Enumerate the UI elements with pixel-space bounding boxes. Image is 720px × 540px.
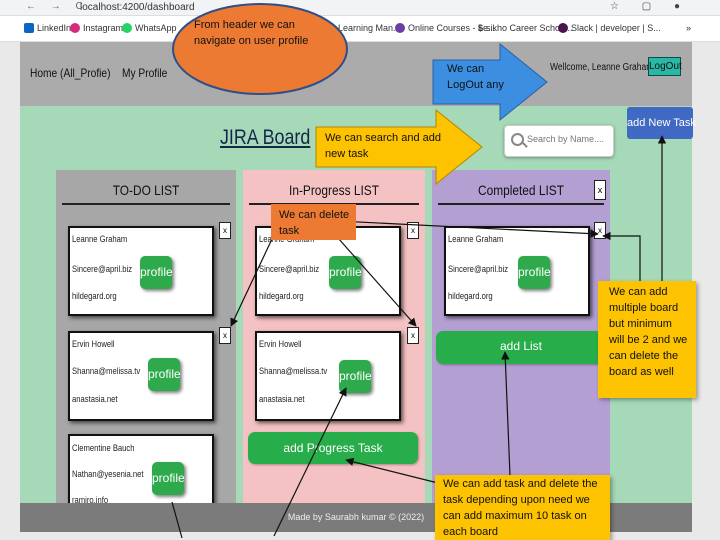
delete-task-button[interactable]: x <box>407 222 419 239</box>
card-website: hildegard.org <box>259 291 304 301</box>
task-card: Clementine Bauch Nathan@yesenia.net rami… <box>68 434 214 505</box>
instagram-icon <box>70 23 80 33</box>
add-new-task-button[interactable]: add New Task <box>627 107 696 139</box>
column-todo: TO-DO LIST Leanne Graham Sincere@april.b… <box>56 170 236 505</box>
browser-url-bar: ← → C localhost:4200/dashboard ☆ ▢ ● <box>0 0 720 16</box>
column-divider <box>438 203 604 205</box>
card-website: ramiro.info <box>72 495 109 505</box>
annotation-search-add: We can search and add new task <box>325 132 441 160</box>
card-name: Ervin Howell <box>259 339 302 349</box>
column-completed: Completed LIST x Leanne Graham Sincere@a… <box>432 170 610 505</box>
bookmark-whatsapp[interactable]: WhatsApp <box>122 23 177 33</box>
nav-home-link[interactable]: Home (All_Profie) <box>30 66 111 80</box>
delete-task-button[interactable]: x <box>219 222 231 239</box>
search-box <box>504 125 614 157</box>
profile-button[interactable]: profile <box>140 256 173 289</box>
bookmark-linkedin[interactable]: LinkedIn <box>24 23 71 33</box>
card-website: hildegard.org <box>72 291 117 301</box>
logout-button[interactable]: LogOut <box>648 57 682 76</box>
dollar-icon: $ <box>478 23 484 33</box>
search-input[interactable] <box>527 134 611 144</box>
card-name: Clementine Bauch <box>72 443 135 453</box>
card-email: Shanna@melissa.tv <box>72 366 141 376</box>
annotation-header-nav: From header we can navigate on user prof… <box>194 19 309 47</box>
annotation-logout: We can LogOut any <box>447 63 504 91</box>
delete-task-button[interactable]: x <box>407 327 419 344</box>
card-email: Sincere@april.biz <box>72 264 133 274</box>
card-name: Leanne Graham <box>448 234 504 244</box>
profile-button[interactable]: profile <box>152 462 185 495</box>
card-email: Sincere@april.biz <box>448 264 509 274</box>
bookmarks-overflow[interactable]: » <box>686 23 692 33</box>
bookmark-instagram[interactable]: Instagram <box>70 23 123 33</box>
delete-board-button[interactable]: x <box>594 180 606 200</box>
profile-button[interactable]: profile <box>339 360 372 393</box>
task-card: Ervin Howell Shanna@melissa.tv anastasia… <box>68 331 214 421</box>
search-icon <box>511 133 524 146</box>
bookmark-online-courses[interactable]: Online Courses - Le... <box>395 23 496 33</box>
browser-window-icons[interactable]: ☆ ▢ ● <box>609 1 690 12</box>
card-email: Shanna@melissa.tv <box>259 366 328 376</box>
task-card: Leanne Graham Sincere@april.biz hildegar… <box>444 226 590 316</box>
welcome-text: Wellcome, Leanne Graham <box>550 62 654 73</box>
address-field[interactable]: localhost:4200/dashboard <box>80 2 195 13</box>
add-progress-task-button[interactable]: add Progress Task <box>248 432 418 464</box>
browser-nav-buttons[interactable]: ← → C <box>26 1 89 12</box>
card-name: Leanne Graham <box>72 234 128 244</box>
delete-task-button[interactable]: x <box>219 327 231 344</box>
app-container: Home (All_Profie) My Profile Wellcome, L… <box>20 42 696 532</box>
bookmark-sikho[interactable]: $sikho Career Schoo... <box>478 23 573 33</box>
card-email: Sincere@april.biz <box>259 264 320 274</box>
nav-profile-link[interactable]: My Profile <box>122 66 168 80</box>
task-card: Ervin Howell Shanna@melissa.tv anastasia… <box>255 331 401 421</box>
card-email: Nathan@yesenia.net <box>72 469 144 479</box>
card-website: hildegard.org <box>448 291 493 301</box>
annotation-multiple-board: We can add multiple board but minimum wi… <box>598 281 696 398</box>
bookmark-learning[interactable]: Learning Man... <box>338 23 401 33</box>
delete-task-button[interactable]: x <box>594 222 606 239</box>
bookmarks-bar: LinkedIn Instagram WhatsApp Learning Man… <box>0 16 720 42</box>
card-name: Ervin Howell <box>72 339 115 349</box>
annotation-add-delete-task: We can add task and delete the task depe… <box>435 475 610 540</box>
profile-button[interactable]: profile <box>518 256 551 289</box>
slack-icon <box>558 23 568 33</box>
annotation-delete-task: We can delete task <box>271 204 356 240</box>
card-website: anastasia.net <box>72 394 118 404</box>
profile-button[interactable]: profile <box>329 256 362 289</box>
task-card: Leanne Graham Sincere@april.biz hildegar… <box>68 226 214 316</box>
column-title: TO-DO LIST <box>112 182 180 198</box>
column-title: In-Progress LIST <box>289 182 379 198</box>
bookmark-slack[interactable]: Slack | developer | S... <box>558 23 661 33</box>
column-title: Completed LIST <box>477 182 564 198</box>
card-website: anastasia.net <box>259 394 305 404</box>
add-list-button[interactable]: add List <box>436 331 606 364</box>
linkedin-icon <box>24 23 34 33</box>
whatsapp-icon <box>122 23 132 33</box>
app-header: Home (All_Profie) My Profile Wellcome, L… <box>20 42 692 106</box>
course-icon <box>395 23 405 33</box>
column-divider <box>62 203 230 205</box>
page-title: JIRA Board <box>220 126 311 149</box>
profile-button[interactable]: profile <box>148 358 181 391</box>
